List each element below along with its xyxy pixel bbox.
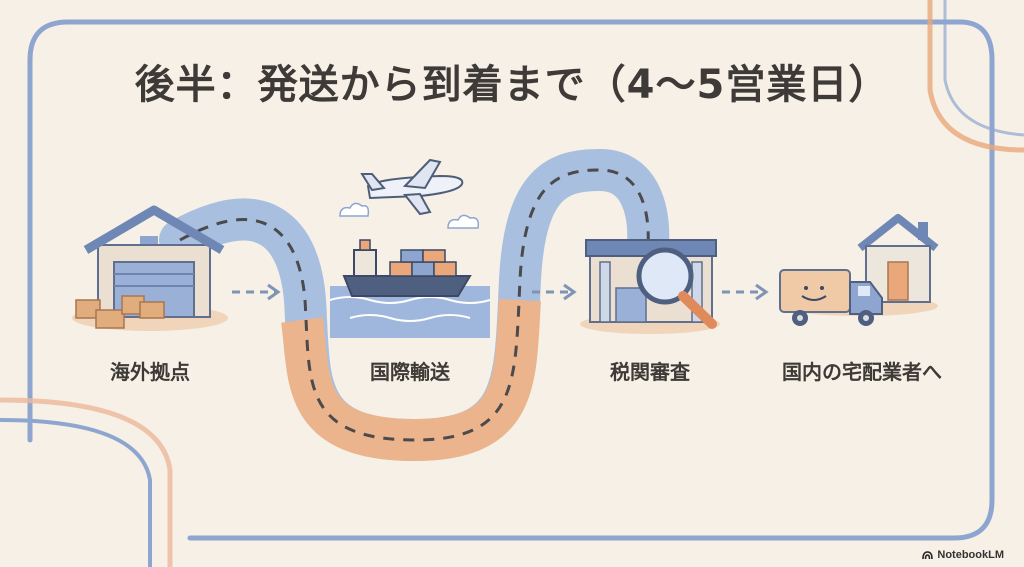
cargo-ship-icon xyxy=(329,239,491,338)
step-label-domestic-courier: 国内の宅配業者へ xyxy=(782,360,942,384)
step-label-overseas-base: 海外拠点 xyxy=(110,360,190,384)
delivery-truck-icon xyxy=(779,214,939,326)
page-title: 後半：発送から到着まで（4〜5営業日） xyxy=(134,62,890,108)
arrow-2 xyxy=(532,283,577,301)
brand-logo: NotebookLM xyxy=(922,549,1004,561)
customs-magnifier-icon xyxy=(580,239,720,334)
arrow-3 xyxy=(722,283,769,301)
brand-name: NotebookLM xyxy=(937,549,1004,561)
notebooklm-logo-icon xyxy=(922,550,934,559)
step-label-customs-inspection: 税関審査 xyxy=(610,360,690,384)
cloud-icon xyxy=(339,202,480,229)
warehouse-icon xyxy=(72,205,228,331)
arrow-1 xyxy=(232,283,281,301)
airplane-icon xyxy=(360,158,464,216)
step-label-international-shipping: 国際輸送 xyxy=(370,360,450,384)
winding-road xyxy=(159,148,670,462)
